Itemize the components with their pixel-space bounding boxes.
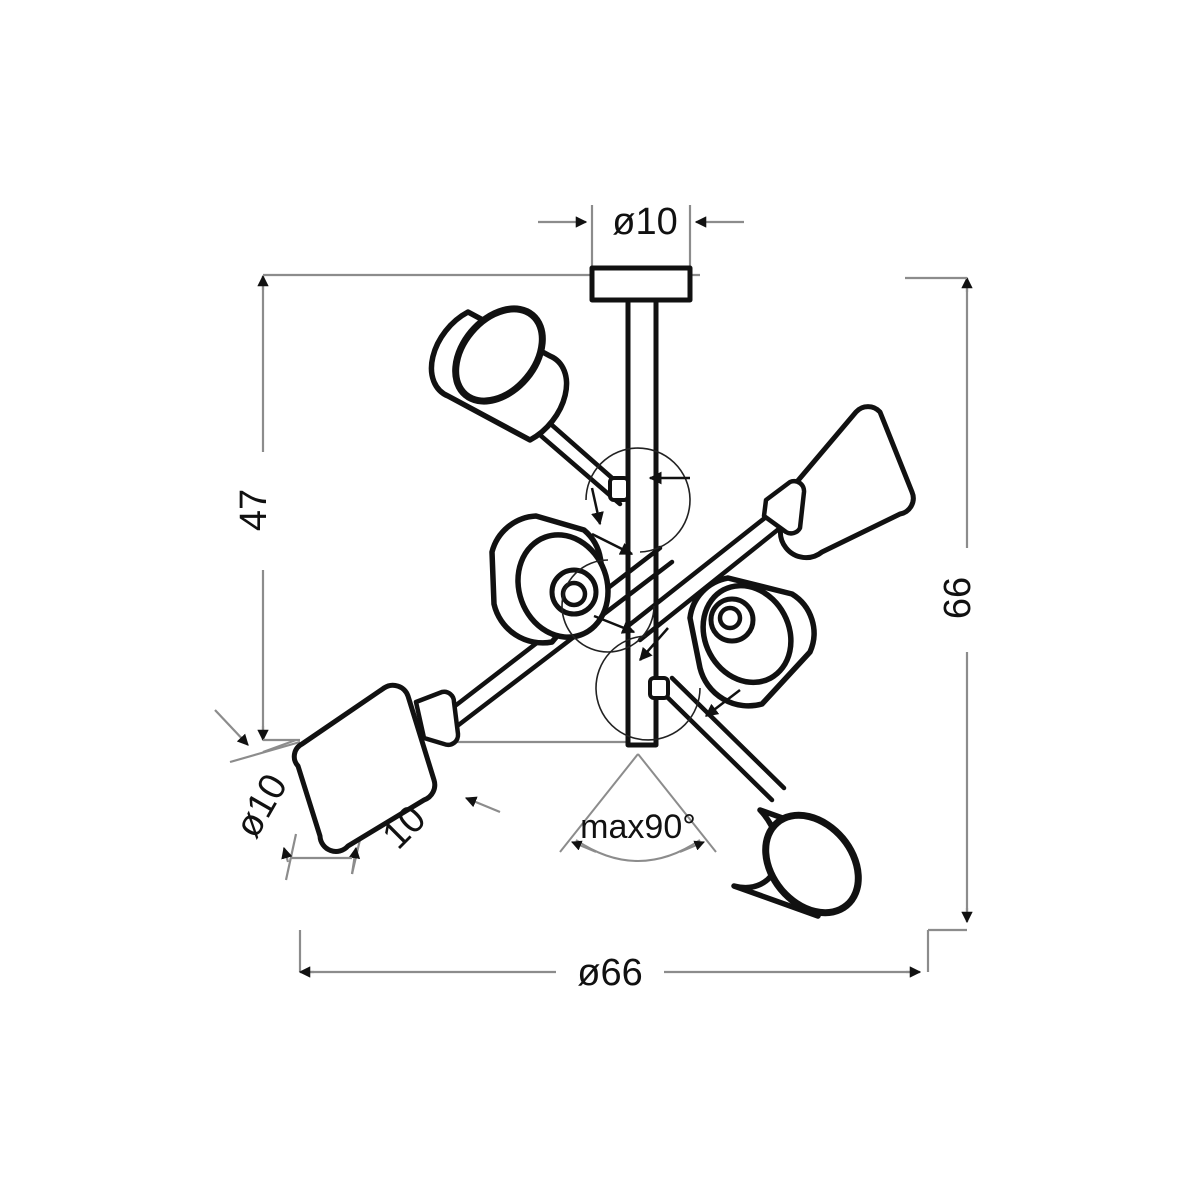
- dimension-lines-group: [214, 205, 973, 978]
- ceiling-plate: [589, 265, 693, 303]
- rotation-arc-upper-left: [585, 447, 691, 553]
- joint-lower-right: [648, 676, 670, 700]
- swivel-arrow-4: [593, 614, 636, 634]
- dim-arrow-10-left: [281, 846, 293, 863]
- dim-canopy-diameter: [538, 205, 744, 268]
- shade-lower-right: [731, 807, 862, 919]
- lamp-geometry-group: [291, 265, 916, 919]
- dim-label-swivel-angle: max90°: [580, 808, 696, 846]
- shade-mid-right: [687, 575, 817, 709]
- angle-arrow-left: [571, 840, 597, 853]
- swivel-arrow-3: [591, 532, 634, 556]
- socket-mid-right-inner: [717, 605, 743, 631]
- angle-leg-right: [637, 753, 717, 853]
- shade-lower-right-opening: [762, 811, 862, 917]
- shade-mid-left: [489, 513, 611, 646]
- dim-label-canopy-diameter: ø10: [612, 201, 677, 243]
- dim-arrow-shade-d-a: [214, 709, 249, 746]
- shade-lower-left-body: [291, 682, 438, 854]
- joint-upper-left: [608, 476, 630, 502]
- angle-arc: [575, 839, 701, 862]
- angle-leg-left: [559, 753, 639, 853]
- dim-label-height-47: 47: [233, 489, 275, 531]
- arm-lower-right-line-a: [657, 687, 775, 803]
- shade-upper-right: [761, 404, 916, 561]
- dim-angle-max90: [559, 753, 717, 862]
- leader-10: [464, 796, 501, 814]
- socket-upper-right: [761, 478, 807, 536]
- shade-upper-left-opening: [452, 305, 546, 405]
- angle-arrow-right: [679, 840, 705, 853]
- dim-shade-diameter: [214, 709, 301, 764]
- dim-arrow-10-right: [348, 846, 361, 875]
- dim-height-66: [905, 276, 973, 972]
- dim-overall-diameter: [298, 930, 922, 978]
- shade-upper-right-body: [777, 404, 916, 561]
- rotation-arc-lower-right: [595, 635, 701, 741]
- arm-lower-right-line-b: [669, 675, 787, 791]
- shade-lower-left: [291, 682, 461, 854]
- dim-label-overall-diameter: ø66: [577, 952, 642, 994]
- swivel-arrow-6: [704, 689, 741, 717]
- swivel-arrow-5: [639, 627, 669, 661]
- dim-label-height-66: 66: [937, 577, 979, 619]
- dim-label-shade-diameter: ø10: [227, 767, 296, 845]
- arm-lower-right: [657, 675, 787, 803]
- rotation-indicators-group: [561, 447, 701, 741]
- swivel-arrow-2: [590, 487, 604, 526]
- swivel-arrows-group: [590, 471, 741, 717]
- shade-upper-left: [428, 305, 570, 443]
- arm-lower-left-line-b: [449, 559, 675, 733]
- socket-lower-left: [413, 689, 461, 748]
- ext-shade-d-c: [229, 740, 301, 764]
